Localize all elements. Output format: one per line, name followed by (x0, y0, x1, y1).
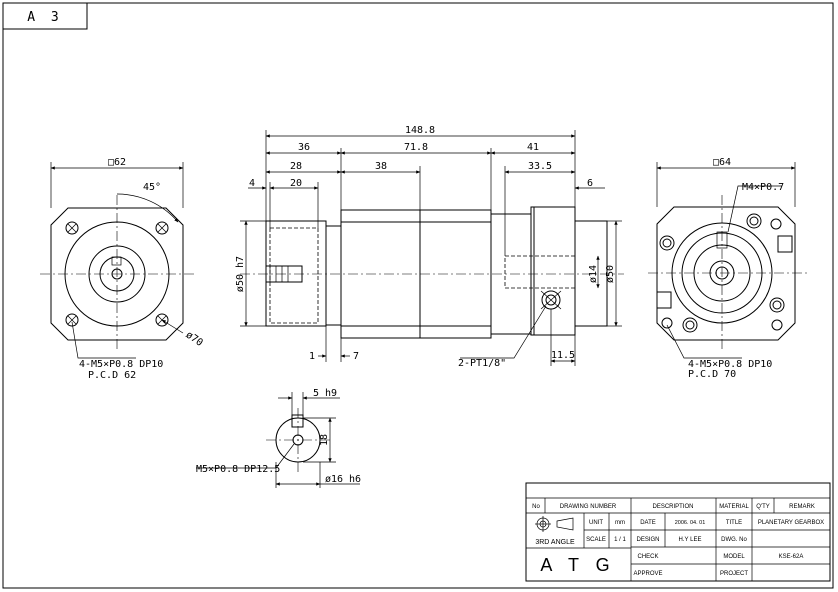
dim-bore-outer: ø50 (605, 265, 616, 283)
dim-6: 6 (587, 178, 593, 189)
dim-33-5: 33.5 (528, 161, 552, 172)
right-flange-outline (656, 206, 796, 341)
input-shaft (265, 220, 327, 327)
dim-11-5: 11.5 (551, 350, 575, 361)
left-angle-dim: 45° (143, 182, 161, 193)
dim-shaft: ø50 h7 (235, 256, 246, 292)
approve-label: APPROVE (633, 571, 662, 577)
unit-value: mm (615, 520, 625, 526)
dim-bore: ø14 (588, 265, 599, 283)
left-holes-note: 4-M5×P0.8 DP10 (79, 359, 163, 370)
dim-overall: 148.8 (405, 125, 435, 136)
shaft-key-dim: 5 h9 (313, 388, 337, 399)
model-value: KSE-62A (779, 554, 804, 560)
angle-label: 3RD ANGLE (535, 539, 575, 546)
front-view: 148.8 36 71.8 41 28 38 33.5 4 20 6 ø50 h… (235, 125, 624, 369)
dim-36: 36 (298, 142, 310, 153)
header-remark: REMARK (789, 504, 815, 510)
sheet-size-box (2, 2, 88, 30)
right-holes-note: 4-M5×P0.8 DP10 (688, 359, 772, 370)
shaft-section: 5 h9 18 M5×P0.8 DP12.5 ø16 h6 (196, 388, 361, 488)
left-view: □62 45° ø70 4-M5×P0.8 DP10 P.C.D 62 (40, 157, 205, 381)
model-label: MODEL (723, 554, 745, 560)
unit-label: UNIT (589, 520, 603, 526)
header-drawing-number: DRAWING NUMBER (560, 504, 617, 510)
header-no: No (532, 504, 540, 510)
header-qty: Q'TY (756, 504, 769, 510)
left-key-square (111, 256, 122, 266)
scale-label: SCALE (586, 537, 606, 543)
dim-20: 20 (290, 178, 302, 189)
left-flange-outline (50, 207, 184, 341)
third-angle-symbol (535, 516, 574, 532)
dim-7: 7 (353, 351, 359, 362)
header-description: DESCRIPTION (652, 504, 693, 510)
left-width-dim: □62 (108, 157, 126, 168)
shaft-thread-note: M5×P0.8 DP12.5 (196, 464, 280, 475)
dim-28: 28 (290, 161, 302, 172)
right-view: □64 M4×P0.7 4-M5×P0.8 DP10 P.C.D 70 (648, 157, 808, 380)
dim-71-8: 71.8 (404, 142, 428, 153)
design-value: H.Y LEE (679, 537, 702, 543)
header-material: MATERIAL (719, 504, 749, 510)
left-bolt-holes (65, 221, 169, 327)
port-note: 2-PT1/8" (458, 358, 506, 369)
shaft-diameter-dim: ø16 h6 (325, 474, 361, 485)
shaft-height-dim: 18 (319, 434, 330, 446)
dim-38: 38 (375, 161, 387, 172)
right-thread-note: M4×P0.7 (742, 182, 784, 193)
sheet-size-label: A 3 (27, 10, 62, 25)
title-label: TITLE (726, 520, 742, 526)
dim-41: 41 (527, 142, 539, 153)
date-label: DATE (640, 520, 656, 526)
date-value: 2006. 04. 01 (675, 520, 706, 526)
scale-value: 1 / 1 (614, 537, 626, 543)
design-label: DESIGN (636, 537, 659, 543)
right-width-dim: □64 (713, 157, 731, 168)
left-diameter-dim: ø70 (184, 330, 205, 349)
dwg-label: DWG. No (721, 537, 747, 543)
right-pcd-note: P.C.D 70 (688, 369, 736, 380)
dim-4: 4 (249, 178, 255, 189)
check-label: CHECK (637, 554, 658, 560)
title-value: PLANETARY GEARBOX (758, 520, 824, 526)
company-logo: A T G (540, 555, 615, 575)
title-block: No DRAWING NUMBER DESCRIPTION MATERIAL Q… (525, 482, 831, 582)
left-pcd-note: P.C.D 62 (88, 370, 136, 381)
project-label: PROJECT (720, 571, 748, 577)
dim-1: 1 (309, 351, 315, 362)
right-bolt-holes (659, 213, 785, 333)
